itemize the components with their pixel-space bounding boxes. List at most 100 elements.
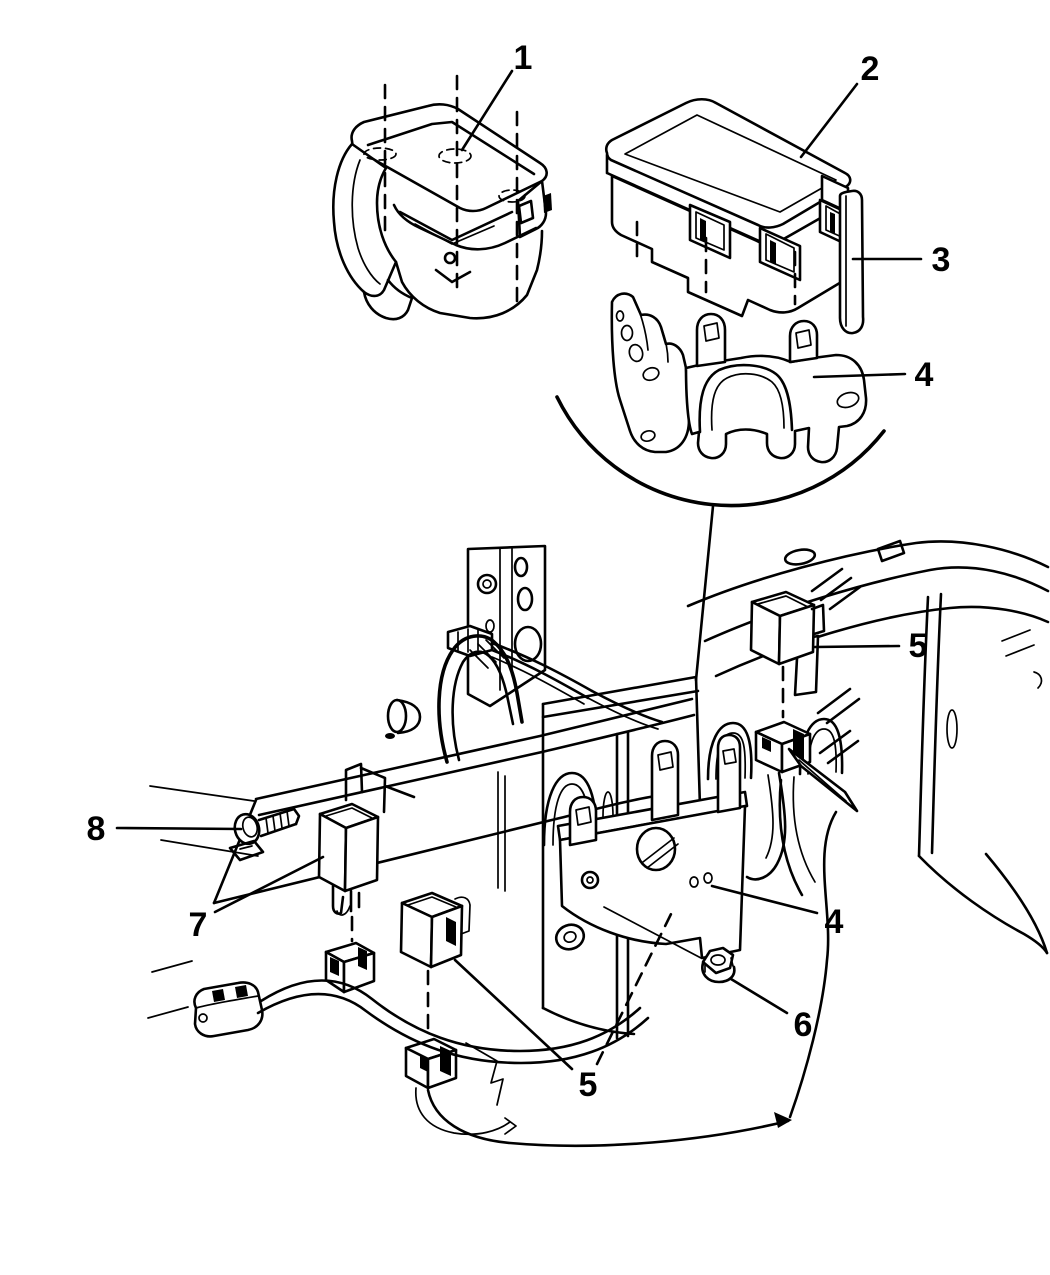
harness-connector-shape: [147, 960, 193, 1019]
frame-right-rail-shape: [816, 687, 861, 725]
part-4-bracket-exploded-shape: [788, 319, 819, 364]
callout-leader-line: [460, 69, 514, 152]
frame-right-rail-shape: [1033, 671, 1043, 689]
radiator-post-shape: [587, 697, 659, 730]
callout-2-1: 2: [799, 50, 880, 159]
bracket-installed-shape: [642, 837, 679, 869]
relay-socket-5-lower-shape: [504, 1117, 517, 1135]
part-2-module-shape: [695, 211, 725, 251]
harness-hoop-shape: [437, 634, 524, 764]
frame-right-rail-shape: [917, 595, 930, 858]
part-4-bracket-exploded-shape: [615, 310, 625, 322]
callout-leader-line: [799, 82, 859, 159]
frame-lower-right-shape: [798, 759, 847, 802]
part-1-cover-shape: [363, 147, 397, 161]
bracket-installed-shape: [575, 806, 592, 826]
radiator-post-shape: [482, 579, 492, 589]
push-pin-8-shape: [239, 845, 253, 850]
frame-right-rail-shape: [1001, 629, 1035, 657]
crossmember-left-shape: [212, 794, 658, 905]
relay-socket-5-lower-shape: [420, 1054, 428, 1072]
relay-7-shape: [349, 889, 361, 913]
bracket-installed-shape: [722, 748, 737, 765]
part-4-bracket-exploded-shape: [703, 322, 720, 342]
frame-right-rail-shape: [946, 709, 958, 749]
harness-connector-shape: [198, 1013, 208, 1023]
callout-label: 2: [861, 50, 880, 88]
frame-lower-right-shape: [788, 810, 838, 1119]
callout-label: 4: [915, 356, 934, 394]
push-pin-8-shape: [257, 807, 298, 838]
part-1-cover-shape: [398, 210, 514, 242]
relay-socket-5-upper-shape: [745, 771, 787, 881]
part-1-cover: [332, 74, 552, 321]
radiator-post-shape: [516, 586, 534, 612]
relay-7-shape: [343, 815, 380, 893]
part-4-bracket-exploded: [610, 292, 868, 464]
part-1-cover-shape: [443, 251, 457, 265]
part-1-cover-shape: [394, 229, 544, 320]
mount-plate-shape: [563, 931, 577, 943]
callout-label: 5: [579, 1066, 598, 1104]
crossmember-left-shape: [149, 785, 259, 857]
bracket-installed-shape: [689, 876, 699, 888]
part-4-bracket-exploded-shape: [710, 372, 785, 431]
relay-7-shape: [325, 807, 373, 819]
push-pin-8-shape: [265, 810, 290, 834]
relay-socket-5-lower-shape: [415, 1087, 511, 1136]
frame-right-rail-shape: [783, 548, 817, 566]
callout-leader-line: [453, 958, 574, 1071]
hex-nut-6-shape: [701, 961, 736, 984]
bracket-installed-shape: [716, 733, 742, 814]
callout-4-5: 4: [710, 884, 844, 941]
frame-right-rail-shape: [876, 539, 906, 563]
part-1-cover-shape: [438, 148, 472, 164]
bracket-installed-shape: [558, 804, 747, 960]
crossmember-left-shape: [254, 697, 694, 801]
callout-leader-line: [595, 910, 674, 1066]
part-2-module-shape: [700, 218, 706, 243]
radiator-post: [446, 544, 664, 730]
detail-circle: [555, 395, 886, 682]
bracket-installed-shape: [580, 870, 600, 890]
harness-hoop-shape: [469, 639, 505, 669]
harness-connector-shape: [235, 985, 248, 998]
crossmember-left-shape: [395, 698, 422, 735]
frame-lower-right-shape: [792, 776, 816, 883]
radiator-post-shape: [476, 573, 498, 595]
bracket-installed-shape: [586, 876, 594, 884]
bracket-installed-shape: [703, 872, 713, 884]
hex-nut-6: [603, 906, 736, 984]
relay-7-shape: [344, 762, 364, 802]
harness-connector-shape: [256, 992, 650, 1065]
part-1-cover-shape: [351, 159, 381, 285]
part-2-module-shape: [765, 233, 795, 273]
bracket-installed-shape: [568, 795, 598, 847]
relay-5-upper-shape: [777, 603, 816, 666]
relay-socket-5-upper-shape: [793, 729, 804, 760]
callout-label: 4: [825, 903, 844, 941]
relay-7-shape: [336, 905, 351, 916]
frame-lower-right-shape: [778, 778, 804, 897]
crossmember-left-shape: [386, 698, 408, 734]
part-1-cover-shape: [366, 120, 536, 176]
part-1-cover-shape: [414, 223, 495, 245]
mount-plate-shape: [497, 771, 506, 892]
callout-label: 8: [87, 810, 106, 848]
radiator-post-shape: [466, 544, 547, 708]
mount-plate-shape: [706, 721, 753, 781]
part-2-module-shape: [830, 212, 835, 234]
harness-hoop: [437, 634, 524, 764]
callout-label: 6: [794, 1006, 813, 1044]
callout-5-4: 5: [813, 627, 927, 665]
frame-right-rail-shape: [810, 567, 862, 611]
part-2-module-shape: [770, 240, 776, 265]
relay-socket-5-lower-shape: [774, 1112, 792, 1128]
relay-5-lower-shape: [446, 917, 456, 946]
radiator-post-shape: [513, 625, 543, 663]
callout-8-9: 8: [87, 810, 243, 848]
relay-socket-7-shape: [358, 947, 367, 970]
